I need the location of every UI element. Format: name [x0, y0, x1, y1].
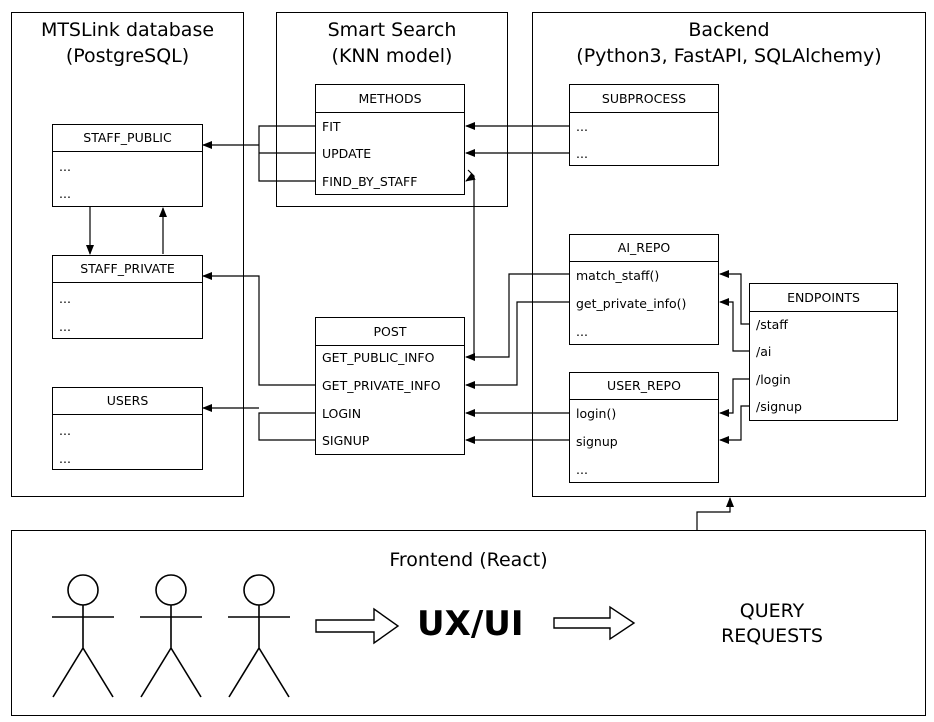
- frontend-title: Frontend (React): [389, 549, 548, 571]
- database-container: MTSLink database (PostgreSQL): [11, 12, 244, 497]
- method-update: UPDATE: [322, 146, 372, 161]
- table-title: USER_REPO: [570, 373, 718, 400]
- table-row: ...: [576, 324, 588, 339]
- table-title: SUBPROCESS: [570, 85, 718, 113]
- database-subtitle: (PostgreSQL): [65, 45, 190, 67]
- flow-arrow-icon: [315, 607, 400, 645]
- table-row: ...: [59, 319, 71, 334]
- table-row: ...: [576, 146, 588, 161]
- table-title: ENDPOINTS: [750, 284, 897, 312]
- ai-repo-match-staff: match_staff(): [576, 268, 660, 283]
- ux-ui-label: UX/UI: [417, 604, 524, 644]
- table-title: STAFF_PRIVATE: [53, 256, 202, 283]
- user-figure-icon: [228, 574, 290, 698]
- staff-private-table: STAFF_PRIVATE ... ...: [52, 255, 203, 339]
- endpoint-ai: /ai: [756, 344, 772, 359]
- method-fit: FIT: [322, 119, 341, 134]
- backend-subtitle: (Python3, FastAPI, SQLAlchemy): [576, 45, 882, 67]
- endpoint-signup: /signup: [756, 399, 802, 414]
- endpoint-login: /login: [756, 372, 791, 387]
- query-line-2: REQUESTS: [721, 625, 823, 647]
- user-figure-icon: [52, 574, 114, 698]
- user-repo-signup: signup: [576, 434, 618, 449]
- table-row: ...: [59, 423, 71, 438]
- users-table: USERS ... ...: [52, 387, 203, 470]
- post-table: POST GET_PUBLIC_INFO GET_PRIVATE_INFO LO…: [315, 317, 465, 455]
- staff-public-table: STAFF_PUBLIC ... ...: [52, 124, 203, 207]
- table-row: ...: [59, 159, 71, 174]
- method-find-by-staff: FIND_BY_STAFF: [322, 174, 418, 189]
- table-row: ...: [59, 451, 71, 466]
- database-title: MTSLink database: [40, 19, 215, 41]
- table-row: ...: [59, 186, 71, 201]
- user-repo-login: login(): [576, 406, 617, 421]
- backend-title: Backend: [688, 19, 770, 41]
- smart-search-title: Smart Search: [327, 19, 457, 41]
- table-title: AI_REPO: [570, 235, 718, 262]
- query-line-1: QUERY: [739, 600, 805, 622]
- table-row: ...: [59, 291, 71, 306]
- endpoint-staff: /staff: [756, 317, 788, 332]
- ai-repo-get-private-info: get_private_info(): [576, 296, 687, 311]
- flow-arrow-icon: [553, 605, 636, 641]
- smart-search-subtitle: (KNN model): [331, 45, 453, 67]
- backend-container: Backend (Python3, FastAPI, SQLAlchemy): [532, 12, 926, 497]
- user-figure-icon: [140, 574, 202, 698]
- table-title: USERS: [53, 388, 202, 415]
- table-title: METHODS: [316, 85, 464, 113]
- table-row: ...: [576, 119, 588, 134]
- methods-table: METHODS FIT UPDATE FIND_BY_STAFF: [315, 84, 465, 195]
- table-row: ...: [576, 462, 588, 477]
- query-requests-label: QUERY REQUESTS: [692, 599, 852, 649]
- ai-repo-table: AI_REPO match_staff() get_private_info()…: [569, 234, 719, 345]
- table-title: STAFF_PUBLIC: [53, 125, 202, 152]
- user-repo-table: USER_REPO login() signup ...: [569, 372, 719, 483]
- post-get-public-info: GET_PUBLIC_INFO: [322, 350, 435, 365]
- post-signup: SIGNUP: [322, 433, 370, 448]
- post-login: LOGIN: [322, 406, 362, 421]
- endpoints-table: ENDPOINTS /staff /ai /login /signup: [749, 283, 898, 421]
- table-title: POST: [316, 318, 464, 346]
- smart-search-container: Smart Search (KNN model): [276, 12, 508, 207]
- frontend-container: Frontend (React): [11, 530, 926, 716]
- subprocess-table: SUBPROCESS ... ...: [569, 84, 719, 166]
- post-get-private-info: GET_PRIVATE_INFO: [322, 378, 441, 393]
